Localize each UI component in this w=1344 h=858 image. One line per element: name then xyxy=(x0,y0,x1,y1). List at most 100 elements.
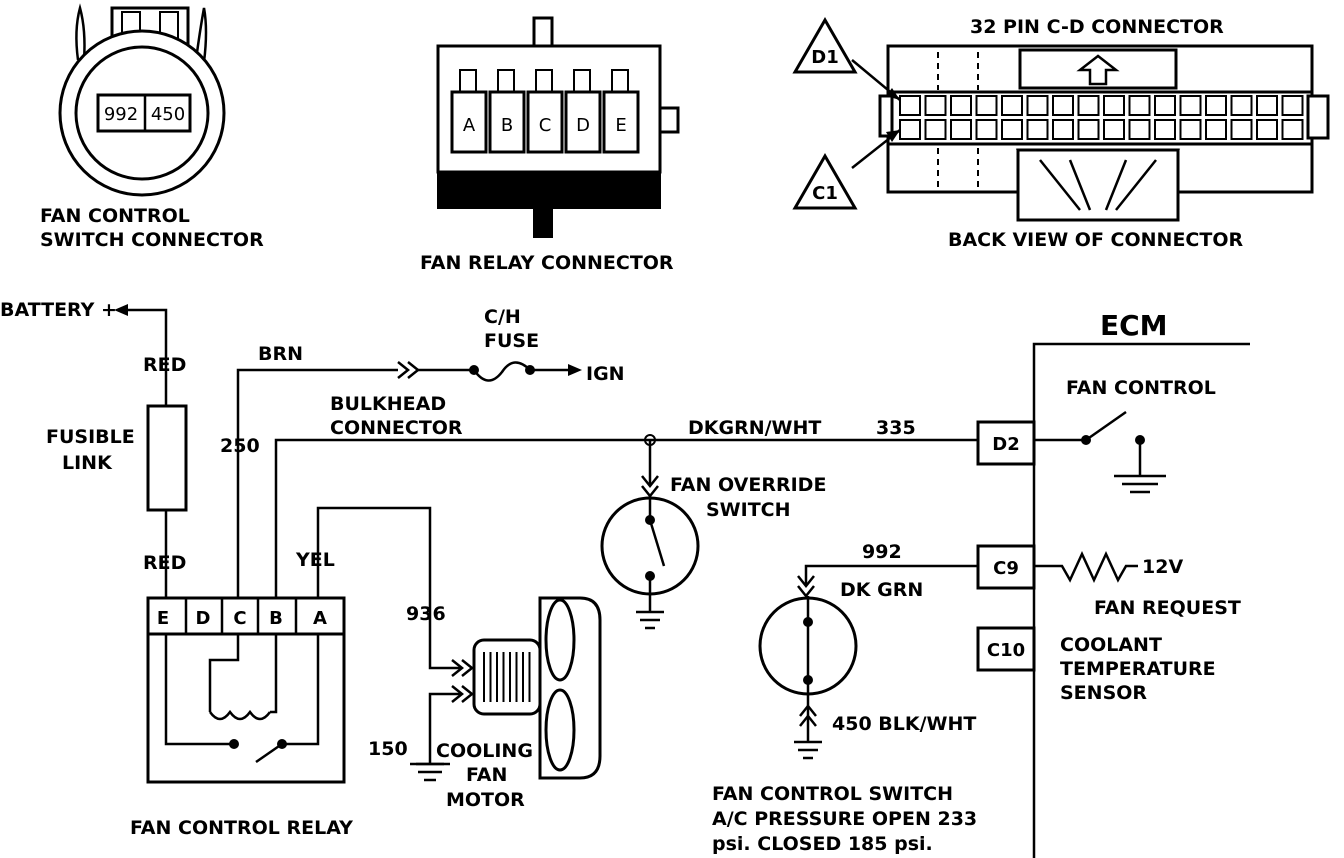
ecm-pin-d2 xyxy=(976,420,1036,466)
ecm-pin-c9-label: C9 xyxy=(993,558,1019,579)
switch-pin-450: 450 xyxy=(151,104,185,125)
relay-connector-pin-d: D xyxy=(576,115,590,136)
circuit-250: 250 xyxy=(220,435,260,457)
fan-blade-top xyxy=(544,598,576,682)
cd-pin-cavity xyxy=(975,95,998,116)
fan-request-label: FAN REQUEST xyxy=(1094,597,1241,619)
fusible-label-1: FUSIBLE xyxy=(46,426,135,448)
ecm-pin-c10 xyxy=(976,626,1036,672)
fan-blade-bottom xyxy=(544,688,576,772)
ecm-cd-connector: 32 PIN C-D CONNECTOR D1 C1 BACK VIEW OF … xyxy=(792,16,1330,251)
cd-pin-cavity xyxy=(1103,119,1125,140)
voltage-12v: 12V xyxy=(1142,556,1183,578)
cd-pin-cavity xyxy=(1026,95,1049,116)
bulkhead-label-2: CONNECTOR xyxy=(330,417,463,439)
relay-pin-d: D xyxy=(196,608,211,629)
cd-connector-title: 32 PIN C-D CONNECTOR xyxy=(970,16,1224,38)
dkgrn-wht-wire: DKGRN/WHT xyxy=(688,417,821,439)
relay-connector-pin-a: A xyxy=(463,115,476,136)
blk-wht-wire: 450 BLK/WHT xyxy=(832,713,976,735)
marker-d1: D1 xyxy=(811,47,838,68)
fuse-label-1: C/H xyxy=(484,306,521,328)
relay-pin-c: C xyxy=(233,608,246,629)
ecm-title: ECM xyxy=(1100,309,1168,342)
cd-pin-cavity xyxy=(1001,119,1023,140)
switch-pin-992: 992 xyxy=(104,104,138,125)
yel-wire: YEL xyxy=(295,549,335,571)
fan-control-switch-connector: 992 450 FAN CONTROL SWITCH CONNECTOR xyxy=(40,3,264,251)
cd-pin-cavity xyxy=(1256,119,1278,140)
red-wire-top: RED xyxy=(143,354,186,376)
coolant-label-2: TEMPERATURE xyxy=(1060,658,1216,680)
circuit-335-line: DKGRN/WHT 335 xyxy=(274,417,978,598)
cd-pin-cavity xyxy=(1128,119,1151,140)
cd-connector-subtitle: BACK VIEW OF CONNECTOR xyxy=(948,229,1243,251)
circuit-936: 936 xyxy=(406,603,446,625)
motor-label-3: MOTOR xyxy=(446,789,525,811)
cd-pin-cavity xyxy=(1179,119,1202,140)
fan-switch-connector-title-1: FAN CONTROL xyxy=(40,205,190,227)
override-label-1: FAN OVERRIDE xyxy=(670,474,826,496)
cd-pin-cavity xyxy=(899,95,921,116)
cd-pin-cavity xyxy=(1256,95,1278,116)
cd-pin-cavity xyxy=(1154,95,1176,116)
brn-wire: BRN xyxy=(258,343,303,365)
circuit-150: 150 xyxy=(368,738,408,760)
marker-c1: C1 xyxy=(812,183,838,204)
red-wire-bottom: RED xyxy=(143,552,186,574)
cd-pin-cavity xyxy=(1230,119,1253,140)
relay-connector-pin-e: E xyxy=(615,115,626,136)
cd-pin-cavity xyxy=(1077,119,1100,140)
battery-label: BATTERY + xyxy=(0,299,117,321)
fan-switch-connector-title-2: SWITCH CONNECTOR xyxy=(40,229,264,251)
cd-pin-cavity xyxy=(1052,119,1074,140)
cd-pin-cavity xyxy=(899,119,921,140)
relay-pin-e: E xyxy=(157,608,169,629)
cd-pin-cavity xyxy=(1230,95,1253,116)
dk-grn-wire: DK GRN xyxy=(840,579,923,601)
fan-control-relay: E D C B A FAN CONTROL RELAY xyxy=(130,596,353,839)
cd-pin-cavity xyxy=(1128,95,1151,116)
fan-override-switch: FAN OVERRIDE SWITCH xyxy=(600,440,826,630)
bulkhead-label-1: BULKHEAD xyxy=(330,393,446,415)
cd-pin-cavity xyxy=(950,95,972,116)
cd-pin-cavity xyxy=(950,119,972,140)
switch-note-2: A/C PRESSURE OPEN 233 xyxy=(712,808,977,830)
cd-pin-cavity xyxy=(1205,95,1227,116)
relay-pin-b: B xyxy=(269,608,283,629)
coolant-label-3: SENSOR xyxy=(1060,682,1147,704)
switch-note-3: psi. CLOSED 185 psi. xyxy=(712,833,933,855)
fan-relay-connector: A B C D E FAN RELAY CONNECTOR xyxy=(420,16,680,274)
cd-pin-cavity xyxy=(1179,95,1202,116)
relay-connector-pin-c: C xyxy=(539,115,552,136)
fan-control-label: FAN CONTROL xyxy=(1066,377,1216,399)
fusible-link xyxy=(146,404,188,512)
battery-feed: BATTERY + RED FUSIBLE LINK RED xyxy=(0,299,188,598)
relay-pin-a: A xyxy=(313,608,327,629)
fan-motor-circuit: YEL 936 150 COOLING FAN MOTOR xyxy=(295,506,602,811)
circuit-992: 992 xyxy=(862,541,902,563)
motor-label-2: FAN xyxy=(466,764,507,786)
fusible-label-2: LINK xyxy=(62,452,113,474)
ignition-feed: BRN 250 C/H FUSE IGN BULKHEAD CONNECTOR xyxy=(220,306,625,598)
cd-pin-cavity xyxy=(1103,95,1125,116)
fan-relay-connector-title: FAN RELAY CONNECTOR xyxy=(420,252,674,274)
coolant-label-1: COOLANT xyxy=(1060,634,1162,656)
relay-connector-cavities xyxy=(450,69,640,154)
cd-pin-cavity xyxy=(1281,95,1304,116)
switch-note-1: FAN CONTROL SWITCH xyxy=(712,783,953,805)
ign-label: IGN xyxy=(586,363,625,385)
relay-connector-pin-b: B xyxy=(501,115,513,136)
ecm: ECM D2 C9 C10 FAN CONTROL 12V FAN REQUES… xyxy=(976,309,1250,858)
fan-control-pressure-switch: 992 DK GRN 450 BLK/WHT FAN CONTROL SWITC… xyxy=(712,541,978,855)
cd-pin-cavity xyxy=(1281,119,1304,140)
cd-pin-cavity xyxy=(1205,119,1227,140)
ecm-pin-d2-label: D2 xyxy=(992,434,1019,455)
cd-pin-cavity xyxy=(1026,119,1049,140)
cd-connector-pin-grid xyxy=(899,52,1304,188)
motor-label-1: COOLING xyxy=(436,740,533,762)
cd-pin-cavity xyxy=(1001,95,1023,116)
cd-pin-cavity xyxy=(924,119,947,140)
cd-pin-cavity xyxy=(1077,95,1100,116)
